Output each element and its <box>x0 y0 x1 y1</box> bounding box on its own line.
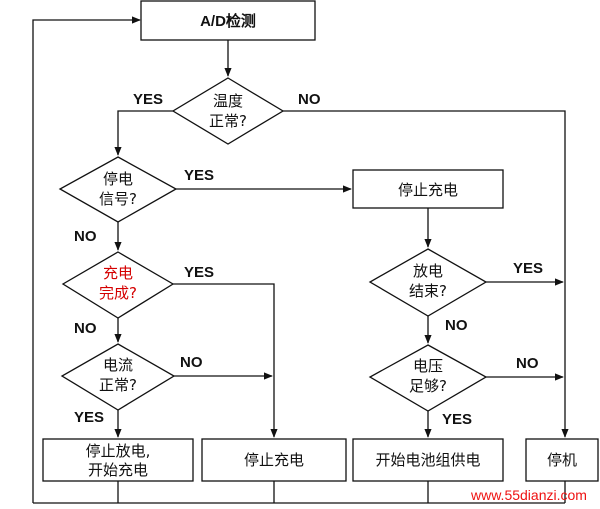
arrow-temp-no <box>283 110 569 438</box>
battery-supply-label: 开始电池组供电 <box>375 451 480 469</box>
stop-charge-bottom-box: 停止充电 <box>201 438 347 482</box>
voltage-check-diamond: 电压 足够? <box>368 344 488 412</box>
stop-discharge-box: 停止放电, 开始充电 <box>42 438 194 482</box>
label-discharge-no: NO <box>445 317 468 334</box>
label-chargedone-yes: YES <box>184 264 214 281</box>
temperature-check-diamond: 温度 正常? <box>171 77 285 145</box>
power-signal-line1: 停电 <box>103 170 133 188</box>
stop-charge-top-label: 停止充电 <box>398 181 458 199</box>
shutdown-box: 停机 <box>525 438 599 482</box>
stop-discharge-line1: 停止放电, <box>86 442 151 460</box>
label-temp-no: NO <box>298 91 321 108</box>
battery-supply-box: 开始电池组供电 <box>352 438 504 482</box>
discharge-end-line1: 放电 <box>413 262 443 280</box>
current-line1: 电流 <box>103 356 133 374</box>
shutdown-label: 停机 <box>547 451 577 469</box>
label-current-no: NO <box>180 354 203 371</box>
arrow-temp-yes <box>114 110 173 156</box>
label-voltage-no: NO <box>516 355 539 372</box>
stop-charge-bottom-label: 停止充电 <box>244 451 304 469</box>
label-power-no: NO <box>74 228 97 245</box>
voltage-line1: 电压 <box>413 357 443 375</box>
ad-detect-box: A/D检测 <box>140 0 316 41</box>
watermark: www.55dianzi.com <box>470 487 587 503</box>
label-temp-yes: YES <box>133 91 163 108</box>
temperature-line2: 正常? <box>209 112 247 130</box>
loop-line <box>32 16 141 503</box>
stop-charge-top-box: 停止充电 <box>352 169 504 209</box>
label-chargedone-no: NO <box>74 320 97 337</box>
voltage-line2: 足够? <box>409 377 447 395</box>
ad-detect-label: A/D检测 <box>200 12 256 30</box>
label-discharge-yes: YES <box>513 260 543 277</box>
arrow-chargedone-yes <box>173 283 278 438</box>
stop-discharge-line2: 开始充电 <box>88 461 148 479</box>
charge-done-line2: 完成? <box>99 284 137 302</box>
label-voltage-yes: YES <box>442 411 472 428</box>
discharge-end-line2: 结束? <box>409 282 447 300</box>
charge-done-diamond: 充电 完成? <box>61 251 175 319</box>
discharge-end-diamond: 放电 结束? <box>368 248 488 317</box>
label-power-yes: YES <box>184 167 214 184</box>
temperature-line1: 温度 <box>213 92 243 110</box>
power-signal-diamond: 停电 信号? <box>58 156 178 223</box>
current-check-diamond: 电流 正常? <box>60 343 176 411</box>
power-signal-line2: 信号? <box>99 190 137 208</box>
current-line2: 正常? <box>99 376 137 394</box>
charge-done-line1: 充电 <box>103 264 133 282</box>
label-current-yes: YES <box>74 409 104 426</box>
